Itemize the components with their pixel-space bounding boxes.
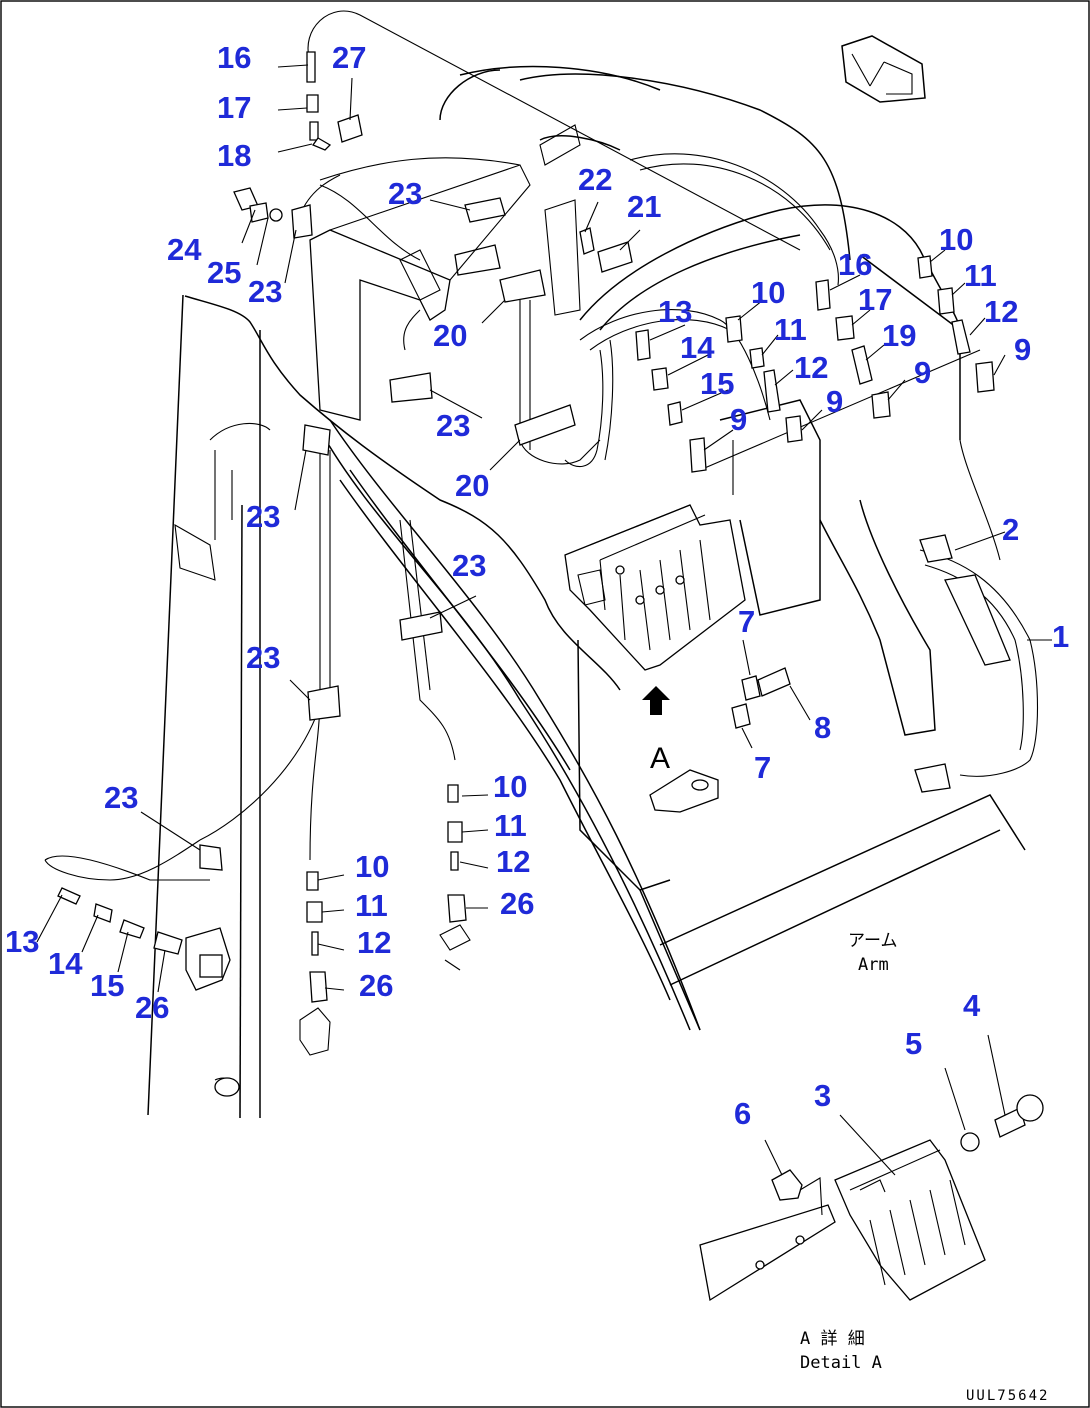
view-arrow-icon: A xyxy=(642,686,719,813)
callout-10-a: 10 xyxy=(751,275,785,310)
callout-20-a: 20 xyxy=(433,318,467,353)
fittings-7-8 xyxy=(731,667,791,729)
callout-26-c: 26 xyxy=(135,990,169,1025)
callout-11-c: 11 xyxy=(494,808,527,843)
callout-20-b: 20 xyxy=(455,468,489,503)
callout-23-f: 23 xyxy=(246,640,280,675)
control-valve xyxy=(564,504,746,671)
detail-label-en: Detail A xyxy=(800,1353,882,1373)
fittings-left-top xyxy=(233,51,363,223)
callout-24: 24 xyxy=(167,232,202,267)
callout-17-a: 17 xyxy=(217,90,251,125)
leader-lines xyxy=(36,64,1052,1176)
callout-12-d: 12 xyxy=(357,925,391,960)
callout-8: 8 xyxy=(814,710,831,745)
callout-13-a: 13 xyxy=(658,294,692,329)
callout-17-b: 17 xyxy=(858,282,892,317)
callout-26-b: 26 xyxy=(359,968,393,1003)
detail-label-jp: A 詳 細 xyxy=(800,1329,865,1349)
callout-12-c: 12 xyxy=(496,844,530,879)
callout-15-b: 15 xyxy=(90,968,124,1003)
arm-label-jp: アーム xyxy=(848,931,897,951)
callout-12-a: 12 xyxy=(794,350,828,385)
callout-9-c: 9 xyxy=(914,355,931,390)
callout-11-a: 11 xyxy=(774,312,807,347)
callout-9-d: 9 xyxy=(1014,332,1031,367)
callout-27: 27 xyxy=(332,40,366,75)
callout-4: 4 xyxy=(963,988,981,1023)
callout-10-c: 10 xyxy=(493,769,527,804)
callout-7-lower: 7 xyxy=(754,750,771,785)
arm-outline xyxy=(439,65,1026,1031)
callout-21: 21 xyxy=(627,189,661,224)
fittings-right-group xyxy=(579,227,995,473)
callout-5: 5 xyxy=(905,1026,922,1061)
callout-9-b: 9 xyxy=(826,384,843,419)
callout-9-a: 9 xyxy=(730,402,747,437)
callout-10-d: 10 xyxy=(355,849,389,884)
callout-11-d: 11 xyxy=(355,888,388,923)
fwd-direction-icon xyxy=(841,35,926,103)
callout-3: 3 xyxy=(814,1078,831,1113)
callout-1: 1 xyxy=(1052,619,1069,654)
callout-6: 6 xyxy=(734,1096,751,1131)
callout-16-b: 16 xyxy=(838,247,872,282)
fittings-lower-group xyxy=(57,784,471,1056)
callout-23-c: 23 xyxy=(436,408,470,443)
callout-23-b: 23 xyxy=(248,274,282,309)
callout-19: 19 xyxy=(882,318,916,353)
callout-16-a: 16 xyxy=(217,40,251,75)
pipe-assembly-1 xyxy=(914,534,1011,793)
callout-10-b: 10 xyxy=(939,222,973,257)
callout-26-a: 26 xyxy=(500,886,534,921)
callout-labels: 1 2 3 4 5 6 7 7 8 9 9 9 9 10 10 10 10 11… xyxy=(5,40,1069,1131)
callout-14-a: 14 xyxy=(680,330,715,365)
callout-22: 22 xyxy=(578,162,612,197)
view-letter-a: A xyxy=(650,742,670,775)
callout-12-b: 12 xyxy=(984,294,1018,329)
callout-2: 2 xyxy=(1002,512,1019,547)
callout-23-e: 23 xyxy=(452,548,486,583)
arm-label-en: Arm xyxy=(858,955,889,975)
callout-23-g: 23 xyxy=(104,780,138,815)
callout-14-b: 14 xyxy=(48,946,83,981)
drawing-code: UUL75642 xyxy=(966,1388,1049,1404)
callout-13-b: 13 xyxy=(5,924,39,959)
callout-23-a: 23 xyxy=(388,176,422,211)
detail-a-assembly xyxy=(699,1094,1044,1302)
bracket-block-top xyxy=(309,124,581,421)
callout-15-a: 15 xyxy=(700,366,734,401)
callout-23-d: 23 xyxy=(246,499,280,534)
callout-25: 25 xyxy=(207,255,241,290)
callout-7-upper: 7 xyxy=(738,604,755,639)
callout-11-b: 11 xyxy=(964,258,997,293)
boom-outline xyxy=(147,294,701,1119)
callout-18: 18 xyxy=(217,138,251,173)
